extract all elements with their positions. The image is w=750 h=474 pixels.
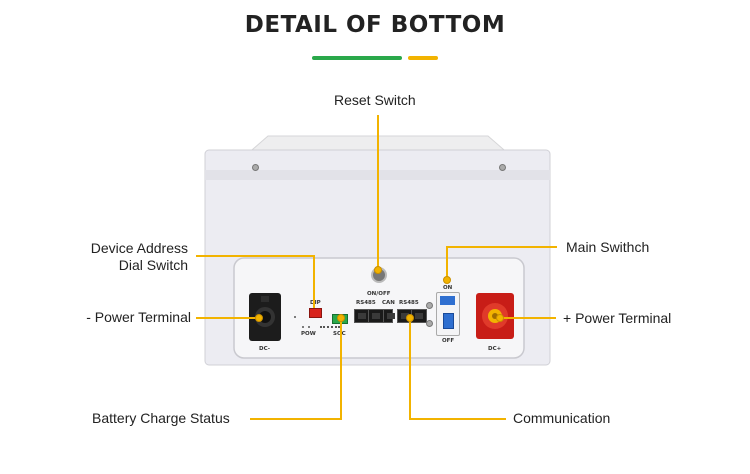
breaker-label-plate [440, 296, 455, 305]
soc-leds [320, 326, 340, 330]
off-label: OFF [442, 338, 455, 344]
communication-callout-dot [406, 314, 414, 322]
body-screw-left [252, 164, 259, 171]
main-breaker[interactable] [436, 292, 460, 336]
soc-label: SOC [333, 331, 346, 337]
breaker-screw [426, 320, 433, 327]
battery-status-callout-line [250, 418, 342, 420]
body-screw-right [499, 164, 506, 171]
battery-status-callout-dot [337, 314, 345, 322]
on-label: ON [443, 285, 453, 291]
pos-terminal-callout-dot [496, 314, 504, 322]
led-indicator [294, 316, 296, 318]
dc-positive-label: DC+ [488, 346, 502, 352]
pow-label: POW [301, 331, 316, 337]
communication-callout-line [410, 418, 506, 420]
dc-negative-label: DC- [259, 346, 271, 352]
reset-switch-label: Reset Switch [334, 92, 416, 108]
can-port[interactable] [383, 309, 395, 323]
battery-status-label: Battery Charge Status [92, 410, 230, 426]
pos-terminal-callout-line [500, 317, 556, 319]
led-indicator [302, 326, 304, 328]
device-address-label-line2: Dial Switch [118, 257, 188, 273]
rs485-b-label: RS485 [399, 300, 419, 306]
neg-terminal-label: - Power Terminal [86, 309, 191, 325]
communication-callout-line [409, 318, 411, 420]
positive-terminal [476, 293, 514, 339]
device-address-callout-line [313, 255, 315, 308]
rs485-a-label: RS485 [356, 300, 376, 306]
led-indicator [308, 326, 310, 328]
dip-switch[interactable] [309, 308, 322, 318]
can-label: CAN [382, 300, 395, 306]
main-switch-callout-dot [443, 276, 451, 284]
rs485-port-4[interactable] [411, 309, 427, 323]
battery-status-callout-line [340, 318, 342, 420]
reset-callout-line [377, 115, 379, 270]
on-off-label: ON/OFF [367, 291, 391, 297]
negative-terminal [249, 293, 281, 341]
main-switch-callout-line [446, 246, 448, 280]
main-switch-label: Main Swithch [566, 239, 650, 255]
title-underline-green [312, 56, 402, 60]
breaker-toggle[interactable] [443, 313, 454, 329]
neg-terminal-callout-line [196, 317, 258, 319]
title-underline-yellow [408, 56, 438, 60]
page-title: DETAIL OF BOTTOM [244, 12, 506, 38]
neg-terminal-callout-dot [255, 314, 263, 322]
rs485-port-2[interactable] [368, 309, 384, 323]
device-address-label-line1: Device Address [90, 240, 188, 256]
device-address-callout-line [196, 255, 315, 257]
breaker-screw [426, 302, 433, 309]
pos-terminal-label: + Power Terminal [563, 310, 672, 326]
dip-label: DIP [310, 300, 321, 306]
reset-callout-dot [374, 266, 382, 274]
main-switch-callout-line [447, 246, 557, 248]
communication-label: Communication [513, 410, 611, 426]
